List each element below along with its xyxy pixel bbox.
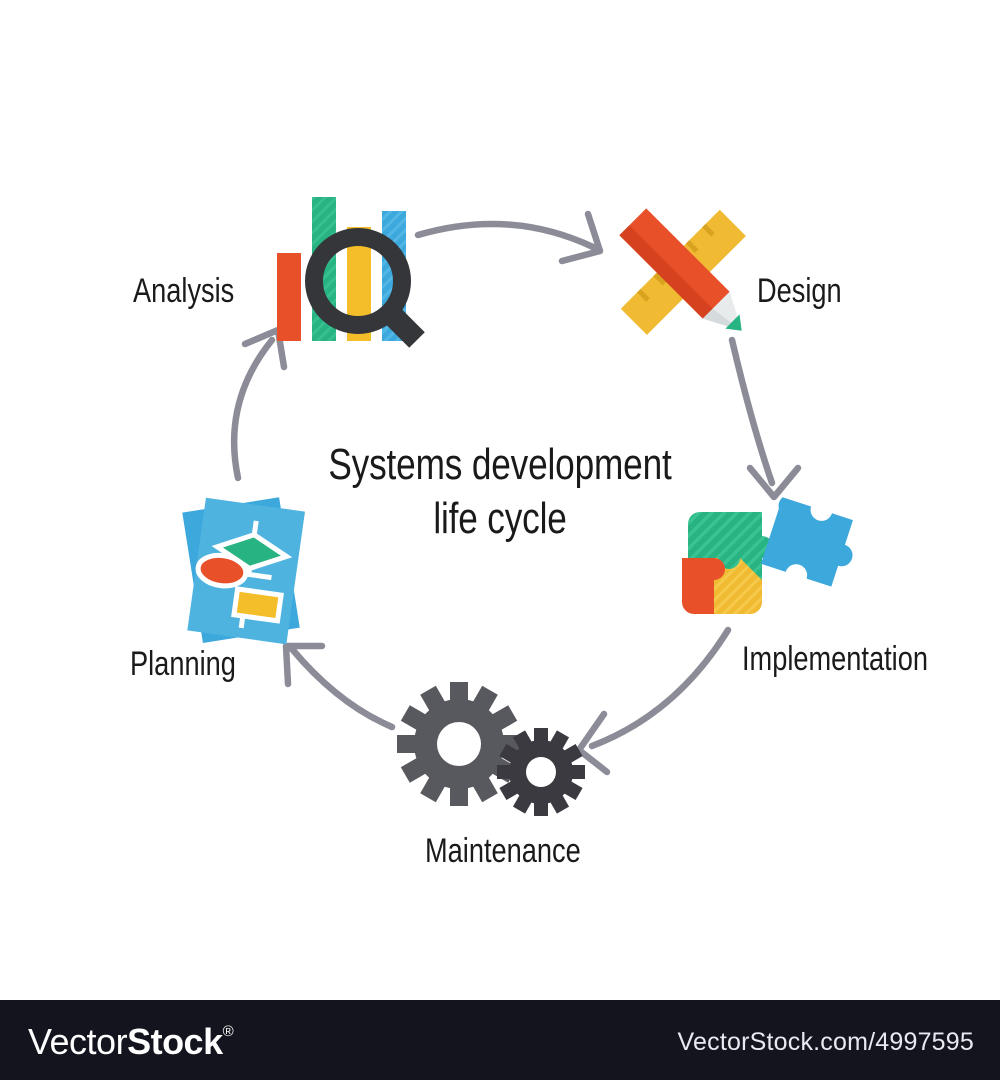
diagram-canvas [182, 197, 853, 816]
logo-text-vector: Vector [28, 1021, 128, 1062]
bar-chart-magnifier-icon [277, 197, 425, 348]
pencil-tip-lead [725, 314, 742, 331]
sdlc-cycle-diagram: Systems development life cycle Analysis … [130, 197, 928, 870]
logo-text-stock: Stock [127, 1021, 223, 1062]
ruler-pencil-icon [619, 208, 746, 335]
arrow-maintenance-to-planning [282, 642, 396, 731]
stage-label-maintenance: Maintenance [425, 832, 581, 870]
pencil-body-shade [619, 225, 713, 319]
flow-node-rect [231, 586, 284, 624]
magnifier-lens [305, 228, 411, 334]
puzzle-pieces-icon [682, 497, 853, 614]
flow-node-ellipse [195, 552, 249, 589]
stage-label-design: Design [757, 272, 842, 310]
pencil-body [619, 208, 730, 319]
stage-label-implementation: Implementation [742, 640, 928, 678]
page-title: Systems development life cycle [328, 440, 672, 543]
puzzle-piece-orange [682, 558, 725, 614]
arrow-planning-to-analysis [230, 326, 288, 482]
flowchart-documents-icon [182, 497, 305, 645]
magnifier-handle [381, 304, 425, 348]
flow-node-diamond [211, 532, 293, 572]
watermark-bar: Vector Stock ® VectorStock.com/4997595 [0, 1000, 1000, 1080]
stage-label-planning: Planning [130, 645, 236, 683]
arrow-design-to-implementation [728, 336, 802, 501]
bar-red [277, 253, 301, 341]
arrow-implementation-to-maintenance [575, 626, 732, 776]
stage-label-analysis: Analysis [133, 272, 235, 310]
registered-trademark-icon: ® [222, 1023, 234, 1040]
arrow-analysis-to-design [414, 210, 604, 265]
vectorstock-logo: Vector Stock ® [28, 1021, 234, 1063]
paper-front [187, 497, 305, 645]
watermark-url: VectorStock.com/4997595 [677, 1028, 974, 1056]
puzzle-piece-blue [760, 497, 853, 587]
small-gear [497, 728, 585, 816]
gears-icon [397, 682, 585, 816]
